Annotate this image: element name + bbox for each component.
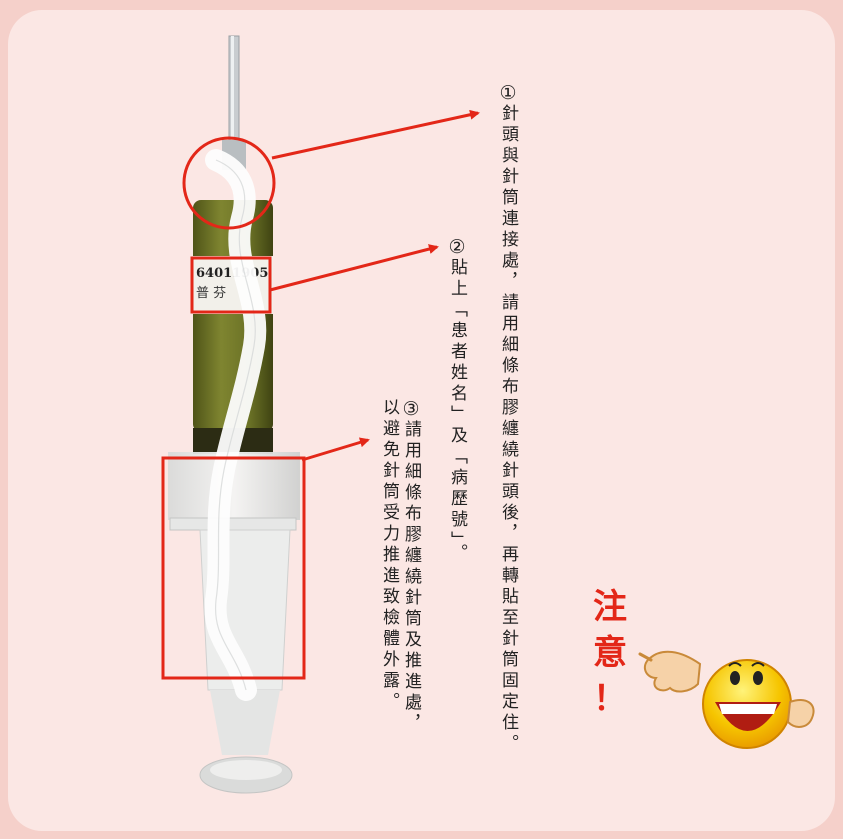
caution-label: 注 意 ！ [590,584,630,722]
note-number: ② [446,236,468,258]
needle [222,35,246,170]
red-arrow-icon [271,109,480,160]
plunger-highlight [161,456,306,680]
note-patient-label: ②貼上「患者姓名」及「病歷號」。 [446,236,468,596]
note-text: 針頭與針筒連接處，請用細條布膠纏繞針頭後，再轉貼至針筒固定住。 [498,104,518,755]
caution-char: 意 [593,633,627,673]
caution-char: 注 [593,587,627,627]
pointing-smiley-icon [638,650,815,749]
note-needle-joint: ①針頭與針筒連接處，請用細條布膠纏繞針頭後，再轉貼至針筒固定住。 [497,82,519,782]
note-plunger-tape: ③請用細條布膠纏繞針筒及推進處，以避免針筒受力推進致檢體外露。 [372,398,422,758]
red-arrow-icon [301,437,370,462]
caution-char: ！ [593,679,627,719]
red-arrow-icon [269,244,439,292]
note-number: ① [497,82,519,104]
note-text-line: 以避免針筒受力推進致檢體外露。 [379,398,399,713]
label-highlight [190,256,272,314]
note-number: ③ [400,398,422,420]
note-text-line: 請用細條布膠纏繞針筒及推進處， [401,420,421,735]
note-text: 貼上「患者姓名」及「病歷號」。 [447,258,467,565]
content-card [8,10,835,831]
needle-joint-highlight [182,136,276,230]
svg-text:普 芬: 普 芬 [196,286,226,301]
